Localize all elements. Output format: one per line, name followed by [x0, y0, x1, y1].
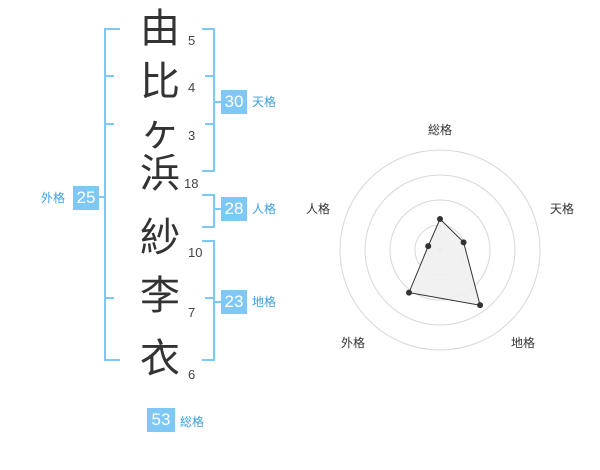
radar-axis-label-3: 地格 — [511, 335, 535, 350]
tenkaku-label: 天格 — [252, 95, 277, 109]
stroke-count-5: 10 — [188, 245, 203, 260]
radar-axis-label-5: 人格 — [306, 201, 330, 216]
soukaku-value: 53 — [147, 408, 175, 432]
stroke-count-1: 5 — [188, 33, 196, 48]
soukaku-label: 総格 — [180, 415, 205, 429]
chikaku-value: 23 — [221, 290, 247, 314]
radar-point-2 — [460, 239, 467, 246]
radar-axis-label-1: 総格 — [428, 122, 452, 137]
name-char-3: ヶ — [140, 109, 180, 155]
radar-point-3 — [477, 302, 484, 309]
radar-axis-label-2: 天格 — [550, 201, 574, 216]
stroke-count-2: 4 — [188, 80, 196, 95]
radar-point-5 — [425, 243, 432, 250]
chikaku-label: 地格 — [252, 295, 277, 309]
name-char-5: 紗 — [140, 215, 180, 261]
name-char-7: 衣 — [140, 336, 180, 382]
jinkaku-label: 人格 — [252, 202, 277, 216]
jinkaku-value: 28 — [221, 197, 247, 221]
name-char-2: 比 — [140, 59, 180, 105]
radar-ring — [364, 174, 516, 326]
radar-axis-label-4: 外格 — [341, 335, 365, 350]
name-char-6: 李 — [140, 273, 180, 319]
stroke-count-6: 7 — [188, 305, 196, 320]
name-char-4: 浜 — [140, 151, 180, 197]
radar-ring — [389, 199, 491, 301]
tenkaku-value: 30 — [221, 90, 247, 114]
stroke-count-3: 3 — [188, 128, 196, 143]
name-char-1: 由 — [140, 6, 180, 52]
stroke-count-7: 6 — [188, 367, 196, 382]
radar-area — [408, 218, 481, 306]
radar-point-4 — [406, 289, 413, 296]
gaikaku-label: 外格 — [41, 191, 66, 205]
radar-point-1 — [437, 216, 443, 222]
radar-ring — [339, 149, 541, 351]
gaikaku-value: 25 — [73, 186, 99, 210]
stroke-count-4: 18 — [184, 176, 199, 191]
